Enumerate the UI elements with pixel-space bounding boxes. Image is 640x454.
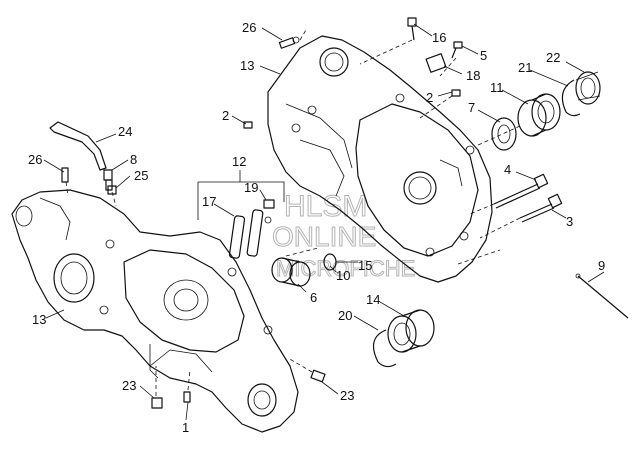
callout-13-upper: 13	[240, 58, 254, 73]
callout-13-lower: 13	[32, 312, 46, 327]
callout-16: 16	[432, 30, 446, 45]
callout-8: 8	[130, 152, 137, 167]
plug-23-right	[310, 369, 326, 383]
screw-5	[451, 41, 463, 59]
callout-23-right: 23	[340, 388, 354, 403]
callout-10: 10	[336, 268, 350, 283]
right-crankcase-half	[267, 35, 493, 283]
watermark-line-2: ONLINE	[272, 221, 376, 252]
cover-plate-18	[425, 53, 447, 73]
dowel-2-left	[243, 121, 253, 129]
callout-14: 14	[366, 292, 380, 307]
screw-25	[107, 185, 117, 195]
leader-lines	[43, 23, 605, 421]
washer-7	[491, 117, 517, 151]
callout-2-right: 2	[426, 90, 433, 105]
left-crankcase-half	[11, 189, 299, 433]
callout-26: 26	[242, 20, 256, 35]
watermark-line-3: MICROFICHE	[276, 256, 415, 281]
callout-24: 24	[118, 124, 132, 139]
bolt-4	[493, 173, 549, 209]
callout-17: 17	[202, 194, 216, 209]
dowel-2-right	[451, 89, 461, 97]
group-bracket-12	[197, 181, 285, 220]
callout-20: 20	[338, 308, 352, 323]
bearing-11	[517, 93, 561, 137]
callout-5: 5	[480, 48, 487, 63]
screw-1	[183, 391, 191, 403]
dowel-pin-left	[61, 167, 69, 183]
dowel-pin-upper	[278, 36, 300, 49]
bracket-19	[246, 199, 275, 257]
bearing-14	[387, 309, 435, 353]
callout-21: 21	[518, 60, 532, 75]
callout-19: 19	[244, 180, 258, 195]
callout-18: 18	[466, 68, 480, 83]
callout-26-left: 26	[28, 152, 42, 167]
callout-4: 4	[504, 162, 511, 177]
bolt-3	[519, 193, 563, 223]
callout-labels: 26 16 5 22 13 18 21 2 2 11 24 7 26 8 12 …	[28, 20, 605, 435]
callout-7: 7	[468, 100, 475, 115]
callout-22: 22	[546, 50, 560, 65]
callout-12: 12	[232, 154, 246, 169]
callout-3: 3	[566, 214, 573, 229]
breather-hose	[49, 121, 107, 171]
snap-ring-21	[561, 79, 581, 117]
hose-fitting	[103, 169, 113, 191]
callout-25: 25	[134, 168, 148, 183]
bolt-16	[407, 17, 417, 41]
callout-6: 6	[310, 290, 317, 305]
alignment-lines	[65, 29, 521, 396]
callout-1: 1	[182, 420, 189, 435]
seal-22	[575, 71, 601, 105]
bracket-17	[228, 215, 246, 259]
callout-23-left: 23	[122, 378, 136, 393]
snap-ring-20	[372, 329, 397, 368]
callout-2-left: 2	[222, 108, 229, 123]
callout-15: 15	[358, 258, 372, 273]
callout-9: 9	[598, 258, 605, 273]
plug-23-left	[151, 397, 163, 409]
watermark-line-1: HLSM	[284, 190, 367, 223]
pin-wire-9	[575, 273, 629, 319]
callout-11: 11	[490, 80, 504, 95]
